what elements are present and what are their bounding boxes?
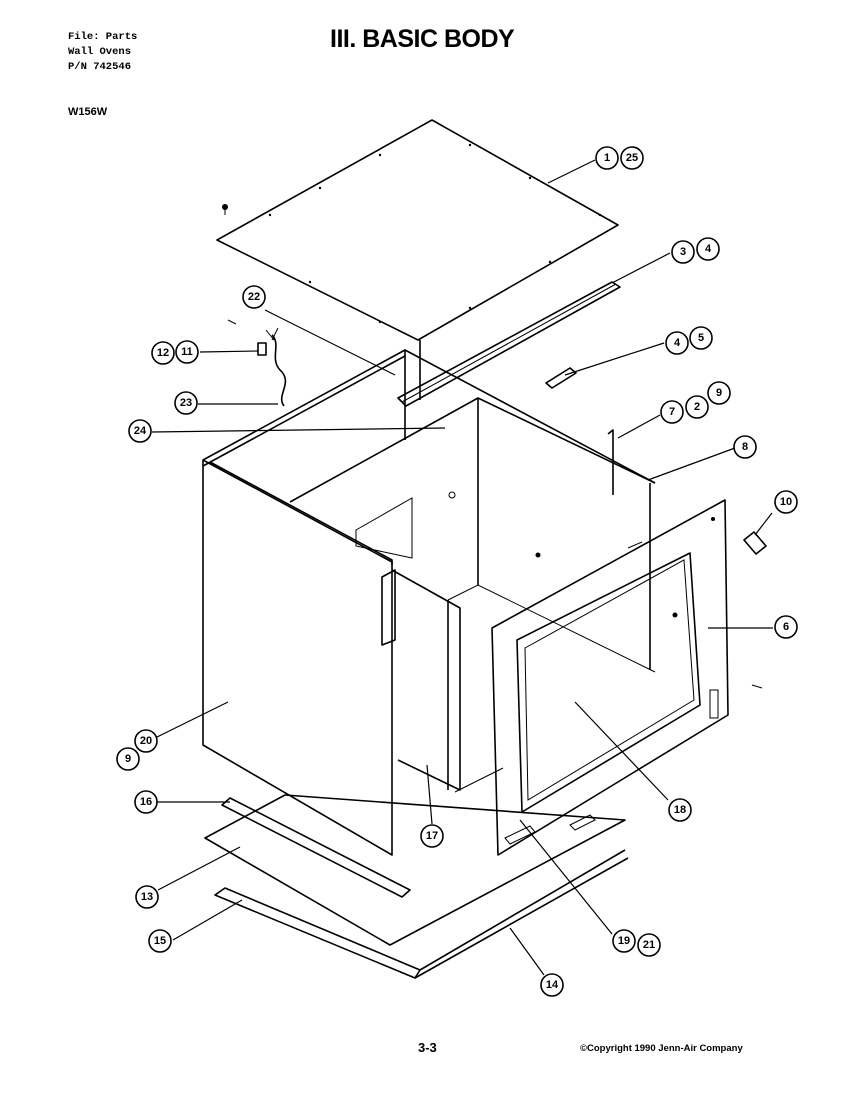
base-assembly	[204, 794, 629, 979]
callout-18: 18	[668, 798, 692, 822]
leader-lines	[151, 159, 773, 976]
callout-6: 6	[774, 615, 798, 639]
callout-label: 23	[180, 397, 192, 409]
copyright-notice: ©Copyright 1990 Jenn-Air Company	[580, 1043, 743, 1054]
callout-17: 17	[420, 824, 444, 848]
callout-label: 24	[134, 425, 147, 437]
product-line: Wall Ovens	[68, 46, 132, 58]
callout-label: 2	[694, 401, 700, 413]
callout-25: 25	[620, 146, 644, 170]
callout-label: 6	[783, 621, 789, 633]
callout-label: 14	[546, 979, 559, 991]
callout-label: 25	[626, 152, 638, 164]
callout-label: 20	[140, 735, 152, 747]
callout-label: 21	[643, 939, 655, 951]
callout-label: 22	[248, 291, 260, 303]
callout-10: 10	[774, 490, 798, 514]
callout-7: 7	[660, 400, 684, 424]
callout-5: 5	[689, 326, 713, 350]
cabinet-body	[202, 340, 656, 856]
top-rail	[397, 281, 621, 407]
callout-label: 18	[674, 804, 686, 816]
callout-15: 15	[148, 929, 172, 953]
callout-8: 8	[733, 435, 757, 459]
callout-4-top: 4	[696, 237, 720, 261]
callout-label: 13	[141, 891, 153, 903]
callout-label: 19	[618, 935, 630, 947]
page-number: 3-3	[418, 1040, 437, 1055]
callout-1: 1	[595, 146, 619, 170]
front-frame	[491, 499, 729, 856]
callout-22: 22	[242, 285, 266, 309]
small-bracket	[545, 367, 577, 389]
callout-9-left: 9	[116, 747, 140, 771]
callout-9-right: 9	[707, 381, 731, 405]
callout-19: 19	[612, 929, 636, 953]
callout-label: 10	[780, 496, 792, 508]
callout-12: 12	[151, 341, 175, 365]
callout-label: 7	[669, 406, 675, 418]
callout-4: 4	[665, 331, 689, 355]
callout-3: 3	[671, 240, 695, 264]
callout-label: 12	[157, 347, 169, 359]
page-title: III. BASIC BODY	[330, 25, 515, 53]
callout-21: 21	[637, 933, 661, 957]
callout-20: 20	[134, 729, 158, 753]
callout-label: 16	[140, 796, 152, 808]
file-line: File: Parts	[68, 31, 138, 43]
callout-label: 9	[125, 753, 131, 765]
callout-24: 24	[128, 419, 152, 443]
callout-2: 2	[685, 395, 709, 419]
part-number-line: P/N 742546	[68, 61, 132, 73]
callout-13: 13	[135, 885, 159, 909]
callout-label: 11	[181, 346, 193, 358]
callout-11: 11	[175, 340, 199, 364]
hardware-items	[227, 319, 767, 689]
callout-label: 9	[716, 387, 722, 399]
callout-label: 8	[742, 441, 748, 453]
callout-23: 23	[174, 391, 198, 415]
callout-label: 1	[604, 152, 610, 164]
callout-label: 3	[680, 246, 686, 258]
callout-16: 16	[134, 790, 158, 814]
callout-14: 14	[540, 973, 564, 997]
callout-label: 4	[674, 337, 681, 349]
top-panel	[216, 119, 619, 341]
callout-label: 17	[426, 830, 438, 842]
model-number: W156W	[68, 106, 108, 118]
callout-label: 15	[154, 935, 166, 947]
callout-label: 5	[698, 332, 704, 344]
callout-label: 4	[705, 243, 712, 255]
